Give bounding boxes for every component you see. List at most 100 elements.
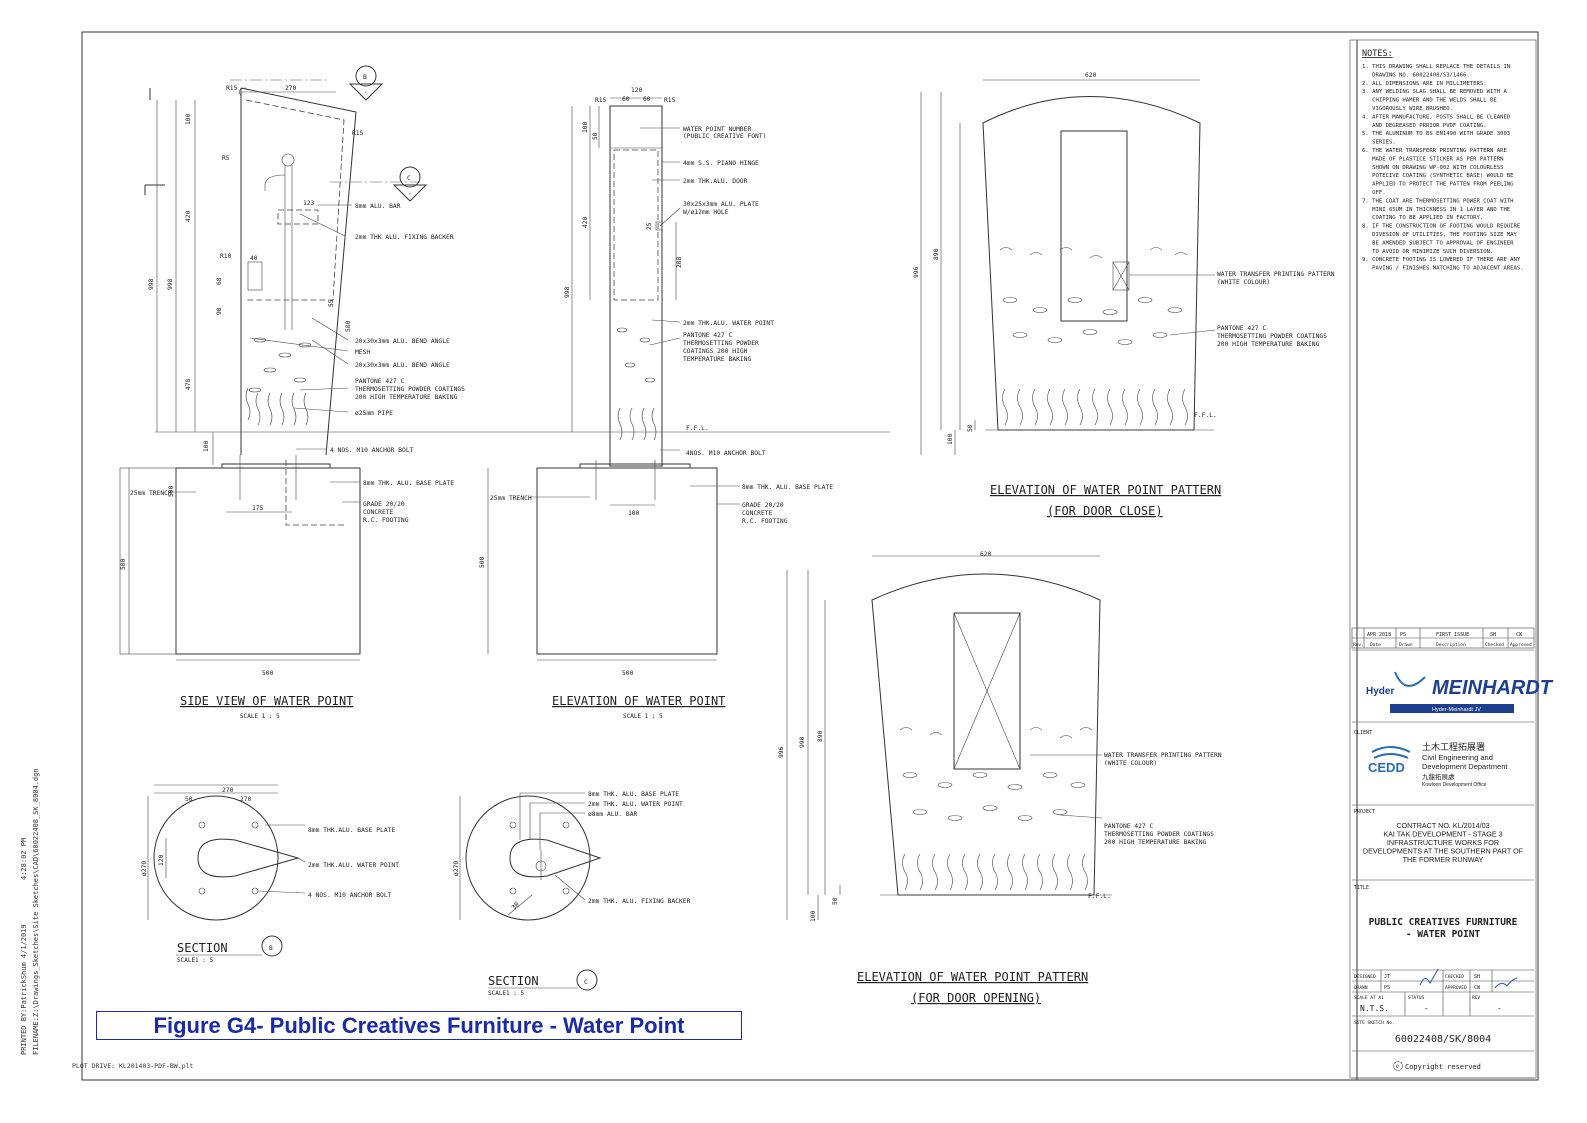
- dim-elev-60a: 60: [622, 96, 630, 103]
- rev-cell-drawn: PS: [1400, 632, 1406, 638]
- label-elev-pantone-3: COATINGS 200 HIGH: [683, 348, 748, 355]
- label-pantone-3: 200 HIGH TEMPERATURE BAKING: [355, 394, 458, 401]
- label-elev-anchor: 4NOS. M10 ANCHOR BOLT: [686, 450, 766, 457]
- label-pipe: ø25mm PIPE: [355, 410, 393, 417]
- side-door-outline: [245, 99, 345, 301]
- dim-side-420: 420: [185, 210, 192, 222]
- dim-elev-500h: 500: [479, 556, 486, 568]
- sign-drawn-label: DRAWN: [1354, 985, 1368, 991]
- project-line: THE FORMER RUNWAY: [1403, 855, 1484, 864]
- label-elev-grade-1: GRADE 20/20: [742, 502, 784, 509]
- note-line: MINI 65UM IN THICKNESS IN 1 LAYER AND TH…: [1362, 207, 1511, 213]
- dim-side-998b: 998: [167, 278, 174, 290]
- dim-side-998a: 998: [148, 278, 155, 290]
- dim-open-996: 996: [778, 746, 785, 758]
- sign-drawn-value: PS: [1384, 985, 1390, 991]
- dim-side-500v: 500: [120, 558, 127, 570]
- dim-close-50: 50: [967, 424, 974, 432]
- dim-elev-500w: 500: [622, 670, 634, 677]
- client-name-en-1: Civil Engineering and: [1422, 753, 1493, 762]
- dim-side-500w: 500: [262, 670, 274, 677]
- dim-side-270: 270: [285, 85, 297, 92]
- copyright-text: Copyright reserved: [1405, 1063, 1481, 1071]
- dim-elev-100: 100: [582, 121, 589, 133]
- dim-side-123: 123: [303, 200, 315, 207]
- note-line: POTECIVE COATING (SYNTHETIC BASE) WOULD …: [1362, 173, 1514, 179]
- note-line: 4. AFTER MANUFACTURE, POSTS SHALL BE CLE…: [1362, 114, 1511, 120]
- dim-side-r5: R5: [222, 155, 230, 162]
- sign-status-label: STATUS: [1408, 995, 1425, 1001]
- cedd-logo-text: CEDD: [1368, 760, 1405, 775]
- side-view-title: SIDE VIEW OF WATER POINT: [180, 694, 353, 708]
- note-line: DIVESION OF UTILITIES, THE FOOTING SIZE …: [1362, 232, 1518, 238]
- note-line: APPLIED TO PROTECT THE PATTEN FROM PEELI…: [1362, 182, 1514, 188]
- label-mesh: MESH: [355, 349, 370, 356]
- client-name-en-2: Development Department: [1422, 762, 1508, 771]
- client-name-cn: 土木工程拓展署: [1422, 741, 1485, 753]
- elevation-scale: SCALE 1 : 5: [623, 713, 663, 720]
- dim-b-270b: 270: [240, 796, 252, 803]
- label-door: 2mm THK.ALU. DOOR: [683, 178, 748, 185]
- note-line: 1. THIS DRAWING SHALL REPLACE THE DETAIL…: [1362, 64, 1510, 70]
- label-elev-base-plate: 8mm THK. ALU. BASE PLATE: [742, 484, 833, 491]
- dim-b-120: 120: [158, 854, 165, 866]
- dim-close-100: 100: [947, 433, 954, 445]
- figure-caption: Figure G4- Public Creatives Furniture - …: [96, 1011, 742, 1040]
- print-time: 4:28:02 PM: [20, 837, 28, 880]
- dim-side-100: 100: [185, 113, 192, 125]
- label-close-pantone-2: THERMOSETTING POWDER COATINGS: [1217, 333, 1327, 340]
- label-side-grade-3: R.C. FOOTING: [363, 517, 409, 524]
- sign-designed-label: DESIGNED: [1354, 974, 1376, 980]
- label-side-trench: 25mm TRENCH: [130, 490, 172, 497]
- logo-hyder: Hyder: [1366, 686, 1394, 697]
- dim-elev-r15b: R15: [664, 97, 676, 104]
- side-view: [119, 65, 890, 661]
- pattern-close-title: ELEVATION OF WATER POINT PATTERN: [990, 483, 1221, 497]
- label-elev-pantone-2: THERMOSETTING POWDER: [683, 340, 759, 347]
- section-b-scale: SCALE1 : 5: [177, 957, 214, 964]
- dim-elev-25: 25: [646, 222, 653, 230]
- elev-footing: [536, 467, 718, 655]
- dim-open-990: 990: [799, 736, 806, 748]
- dim-side-55: 55: [328, 299, 335, 307]
- label-fixing-backer: 2mm THK ALU. FIXING BACKER: [355, 234, 454, 241]
- label-open-wtp-2: (WHITE COLOUR): [1104, 760, 1157, 767]
- sign-checked-label: CHECKED: [1445, 974, 1464, 980]
- revision-table: [1351, 627, 1535, 651]
- note-line: OFF.: [1362, 190, 1386, 196]
- note-line: DRAWING NO. 60022408/S3/1466.: [1362, 72, 1470, 78]
- sketch-number-label: SITE SKETCH No.: [1354, 1020, 1395, 1026]
- section-c-scale: SCALE1 : 5: [488, 990, 525, 997]
- dim-elev-60b: 60: [643, 96, 651, 103]
- title-label: TITLE: [1354, 885, 1369, 891]
- note-line: 5. THE ALUMINUM TO BS EN1490 WITH GRADE …: [1362, 131, 1510, 137]
- note-line: SHOWN ON DRAWING WP-002 WITH COLOURLESS: [1362, 165, 1503, 171]
- copyright-icon: [1393, 1061, 1403, 1071]
- pattern-open-view: [786, 555, 1112, 920]
- cedd-logo: [1371, 746, 1411, 759]
- dim-open-620: 620: [980, 551, 992, 558]
- note-line: VIGOROUSLY WIRE BRUSHED.: [1362, 106, 1453, 112]
- dim-elev-r15a: R15: [595, 97, 607, 104]
- tap-icon: [281, 153, 295, 167]
- dim-side-580: 580: [345, 320, 352, 332]
- sign-status-value: -: [1424, 1004, 1429, 1013]
- label-bend-angle-2: 20x30x3mm ALU. BEND ANGLE: [355, 362, 450, 369]
- dim-close-890: 890: [933, 248, 940, 260]
- label-pantone-1: PANTONE 427 C: [355, 378, 404, 385]
- side-footing: [175, 467, 361, 655]
- project-line: INFRASTRUCTURE WORKS FOR: [1387, 838, 1499, 847]
- section-b-plate: [153, 795, 279, 921]
- label-side-anchor: 4 NOS. M10 ANCHOR BOLT: [330, 447, 414, 454]
- dim-side-100b: 100: [203, 440, 210, 452]
- label-elev-grade-3: R.C. FOOTING: [742, 518, 788, 525]
- pattern-close-subtitle: (FOR DOOR CLOSE): [1047, 504, 1163, 518]
- dim-side-r15a: R15: [226, 85, 238, 92]
- label-pantone-2: THERMOSETTING POWDER COATINGS: [355, 386, 465, 393]
- label-wp-number-1: WATER POINT NUMBER: [683, 126, 751, 133]
- label-hinge: 4mm S.S. PIANO HINGE: [683, 160, 759, 167]
- section-c-title: SECTION: [488, 974, 539, 988]
- svg-text:©: ©: [1396, 1064, 1400, 1070]
- elev-post: [609, 105, 663, 467]
